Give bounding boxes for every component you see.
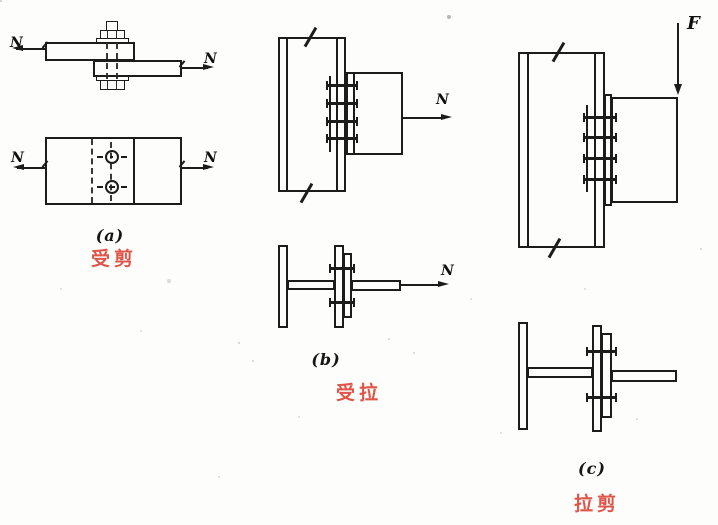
bolt-centerline: [110, 142, 112, 201]
bolt-symbol: [326, 117, 358, 126]
bolt-symbol: [586, 347, 617, 356]
bolt-symbol: [326, 99, 358, 108]
bolt-symbol: [326, 81, 358, 90]
pulled-plate-top-view: [351, 280, 401, 291]
washer-top: [96, 38, 129, 43]
bolt-shank-hidden-line: [116, 43, 118, 79]
bolt-symbol: [583, 113, 617, 122]
force-label-n: N: [204, 150, 217, 166]
center-tick: [121, 186, 127, 188]
column-web-top-view: [527, 367, 593, 378]
nut-facet-line: [116, 31, 117, 38]
bolt-center-mark: [109, 186, 115, 188]
nut-facet-line: [107, 31, 108, 38]
bolt-symbol: [586, 393, 617, 402]
plate-outline: [45, 137, 182, 205]
column-flange-line: [286, 39, 288, 190]
force-line: [16, 48, 45, 50]
force-label-n: N: [10, 35, 23, 51]
center-tick: [97, 186, 103, 188]
arrow-head-right: [441, 114, 452, 120]
plate-edge-line: [133, 139, 135, 203]
force-label-n: N: [204, 51, 217, 67]
force-line: [17, 167, 45, 169]
force-line: [182, 167, 208, 169]
arrow-head-right: [438, 281, 449, 287]
force-line: [402, 117, 444, 119]
loaded-plate-top-view: [611, 370, 677, 382]
force-label-n: N: [11, 150, 24, 166]
bolt-hole: [105, 180, 119, 194]
panel-b-label: (b): [311, 350, 341, 369]
center-tick: [97, 156, 103, 158]
column-flange-line: [527, 54, 529, 246]
panel-a-label: (a): [95, 226, 125, 245]
arrow-head-right: [203, 164, 214, 170]
panel-b-caption: 受拉: [336, 382, 383, 404]
force-line: [182, 67, 208, 69]
bolt-symbol: [326, 134, 358, 143]
force-line: [401, 284, 441, 286]
column-flange-line: [336, 39, 338, 190]
bolt-symbol: [583, 154, 617, 163]
panel-c-label: (c): [578, 459, 606, 478]
force-line-vertical: [677, 23, 679, 85]
head-facet-line: [116, 81, 117, 89]
flange-inner-line: [586, 105, 588, 192]
bracket-plate: [353, 72, 403, 155]
arrow-head-down: [674, 84, 682, 95]
arrow-head-left: [12, 45, 23, 51]
bottom-plate: [93, 60, 182, 77]
scan-speckles: [0, 0, 2, 2]
panel-c-caption: 拉剪: [574, 493, 621, 515]
force-label-f: F: [687, 13, 700, 34]
flange-inner-line: [329, 76, 331, 152]
bolt-symbol: [583, 133, 617, 142]
panel-a-caption: 受剪: [91, 248, 138, 270]
bolt-head: [100, 80, 125, 90]
arrow-head-right: [203, 64, 214, 70]
bolt-hole: [105, 150, 119, 164]
hidden-plate-edge: [91, 139, 93, 203]
bolt-center-mark: [110, 156, 113, 158]
bolt-symbol: [583, 175, 617, 184]
bracket-plate: [611, 97, 678, 203]
bolt-symbol: [329, 298, 355, 307]
force-label-n: N: [436, 92, 449, 108]
column-flange-line: [594, 54, 596, 246]
center-tick: [121, 156, 127, 158]
top-plate: [45, 42, 135, 61]
force-label-n: N: [441, 263, 454, 279]
bolt-symbol: [329, 264, 355, 273]
bolt-shank-hidden-line: [106, 43, 108, 79]
column: [278, 37, 346, 192]
head-facet-line: [107, 81, 108, 89]
arrow-head-left: [13, 164, 24, 170]
